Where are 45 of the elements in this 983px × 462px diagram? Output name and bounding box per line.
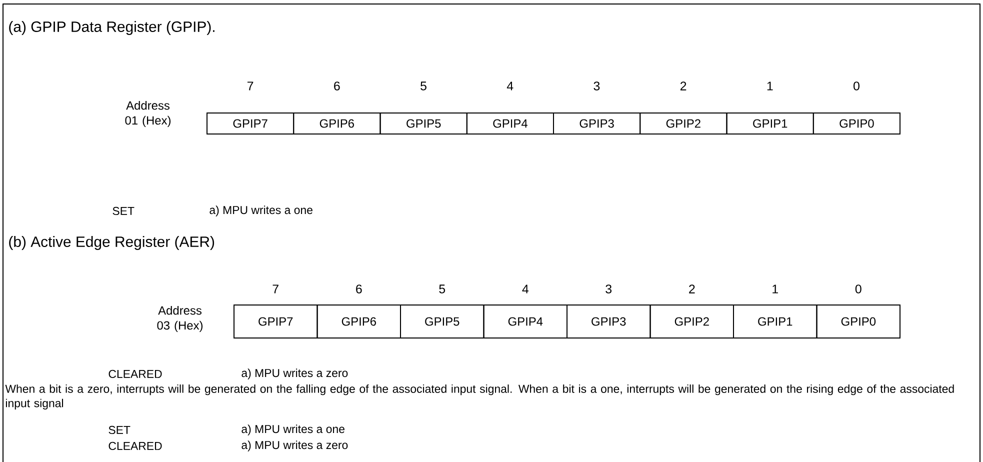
state-label: CLEARED [108,370,162,378]
bit-number: 1 [772,284,778,294]
register-cell: GPIP6 [316,304,401,338]
bit-number: 5 [439,284,446,294]
register-cell: GPIP3 [566,304,651,338]
register-cell: GPIP0 [812,112,900,134]
register-cell: GPIP5 [380,112,468,134]
section-title: (b) Active Edge Register (AER) [9,236,214,250]
register-cell: GPIP2 [650,304,734,338]
bit-number: 7 [247,82,254,90]
bit-number: 2 [689,284,695,294]
paragraph-text: When a bit is a zero, interrupts will be generated on the falling edge of the associated input signal. When a bit is a one, interrupts will be generated on the rising edge of the associated input signal [5,384,954,410]
bit-number: 6 [334,82,340,90]
state-label: SET [108,426,130,434]
bit-number: 0 [854,82,860,90]
register-cell: GPIP1 [733,304,818,338]
bit-number: 6 [356,284,362,294]
bit-number: 1 [767,82,773,90]
bit-number: 3 [594,82,600,90]
register-cell: GPIP5 [400,304,484,338]
address-label: Address 03 (Hex) [157,306,202,332]
bit-number: 0 [855,284,862,294]
note-text: a) MPU writes a one [210,206,312,216]
address-label: Address 01 (Hex) [125,100,170,128]
state-label: CLEARED [108,442,162,450]
note-text: a) MPU writes a zero [242,440,348,452]
section-title: (a) GPIP Data Register (GPIP). [9,21,214,35]
bit-number: 7 [272,284,278,294]
register-cell: GPIP6 [293,112,381,134]
bit-number: 3 [606,284,612,294]
register-cell: GPIP7 [234,304,318,338]
register-cell: GPIP7 [206,112,294,134]
register-cell: GPIP2 [640,112,728,134]
note-text: a) MPU writes a zero [242,368,348,380]
register-cell: GPIP0 [816,304,900,338]
bit-number: 4 [522,284,528,294]
bit-number: 4 [506,82,514,90]
bit-number: 2 [680,82,686,90]
note-text: a) MPU writes a one [242,424,344,436]
bit-number: 5 [420,82,426,90]
register-cell: GPIP1 [726,112,814,134]
register-cell: GPIP3 [553,112,641,134]
register-cell: GPIP4 [483,304,568,338]
state-label: SET [112,206,134,216]
register-cell: GPIP4 [466,112,554,134]
